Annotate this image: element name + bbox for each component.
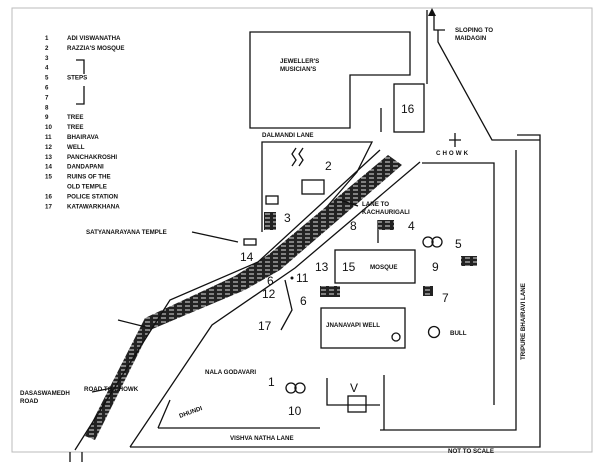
tree-10-icon — [285, 382, 297, 394]
marker-4: 4 — [408, 219, 415, 233]
satyanarayana-label: SATYANARAYANA TEMPLE — [86, 229, 167, 236]
road-to-chowk-label: ROAD TO CHOWK — [84, 386, 139, 393]
jnanavapi-label: JNANAVAPI WELL — [326, 322, 380, 329]
police-station-block — [393, 83, 425, 133]
legend-number: 8 — [45, 104, 49, 111]
vishwanath-shrine-icon — [347, 395, 367, 413]
pillar-icon — [428, 8, 436, 16]
marker-9: 9 — [432, 260, 439, 274]
steps-3 — [264, 212, 276, 230]
legend-label: RUINS OF THE — [67, 174, 111, 181]
dasaswamedh-label: DASASWAMEDH — [20, 390, 70, 397]
marker-2: 2 — [325, 159, 332, 173]
legend-number: 16 — [45, 193, 52, 200]
legend-number: 12 — [45, 144, 52, 151]
satyanarayana-temple-icon — [243, 238, 257, 246]
legend-number: 2 — [45, 45, 49, 52]
razzia-block — [261, 141, 374, 233]
legend-number: 11 — [45, 134, 52, 141]
legend-number: 7 — [45, 94, 49, 101]
lane-label: LANE TO — [362, 201, 389, 208]
legend-number: 4 — [45, 65, 49, 72]
dasaswamedh-road-label: ROAD — [20, 398, 39, 405]
chowk-cross-icon — [449, 133, 461, 147]
marker-12-small: 6 — [267, 274, 274, 288]
steps-7 — [423, 286, 433, 296]
legend-number: 5 — [45, 75, 49, 82]
tree-9-icon — [422, 236, 434, 248]
marker-16: 16 — [401, 102, 415, 116]
jnanavapi-well-block — [320, 307, 406, 349]
steps-5 — [461, 256, 477, 266]
not-to-scale-label: NOT TO SCALE — [448, 448, 494, 455]
sloping-label: SLOPING TO — [455, 27, 493, 34]
steps-bracket — [76, 59, 85, 105]
legend-number: 3 — [45, 55, 49, 62]
marker-1: 1 — [268, 375, 275, 389]
legend-label: BHAIRAVA — [67, 134, 99, 141]
tripure-lane-label: TRIPURE BHAIRAVI LANE — [520, 283, 527, 360]
legend-label: PANCHAKROSHI — [67, 154, 117, 161]
legend-label: KATAWARKHANA — [67, 203, 120, 210]
bull-label: BULL — [450, 330, 467, 337]
marker-7: 7 — [442, 291, 449, 305]
legend-label: OLD TEMPLE — [67, 184, 107, 191]
legend-label: ADI VISWANATHA — [67, 35, 121, 42]
marker-6: 6 — [300, 294, 307, 308]
kachaurigali-label: KACHAURIGALI — [362, 209, 410, 216]
mosque-icon — [301, 179, 325, 195]
bull-icon — [427, 325, 441, 339]
marker-11: 11 — [296, 271, 309, 285]
marker-8: 8 — [350, 219, 357, 233]
chowk-label: CHOWK — [436, 150, 470, 157]
marker-3: 3 — [284, 211, 291, 225]
legend-number: 9 — [45, 114, 49, 121]
dasaswamedh-road — [85, 155, 402, 440]
legend-label: DANDAPANI — [67, 164, 104, 171]
road-edges — [74, 149, 421, 451]
legend-number: 15 — [45, 174, 52, 181]
steps-4 — [378, 220, 394, 230]
steps-6 — [320, 286, 340, 297]
legend-label: RAZZIA'S MOSQUE — [67, 45, 125, 52]
legend-number: 10 — [45, 124, 52, 131]
marker-17: 17 — [258, 319, 272, 333]
legend-label: POLICE STATION — [67, 193, 119, 200]
v-marker: V — [350, 381, 358, 395]
jewellers-block — [249, 31, 411, 129]
temple-icon — [265, 195, 279, 205]
legend-number: 6 — [45, 85, 49, 92]
marker-5: 5 — [455, 237, 462, 251]
north-road — [426, 10, 540, 141]
marker-12: 12 — [262, 287, 276, 301]
legend-label: WELL — [67, 144, 85, 151]
musicians-label: MUSICIAN'S — [280, 66, 316, 73]
well-icon — [391, 332, 401, 342]
legend-number: 14 — [45, 164, 52, 171]
legend-number: 13 — [45, 154, 52, 161]
jewellers-label: JEWELLER'S — [280, 58, 319, 65]
legend-label: TREE — [67, 124, 84, 131]
legend: 1 ADI VISWANATHA 2 RAZZIA'S MOSQUE 3 4 5 STEPS 6… — [45, 35, 125, 210]
legend-label: TREE — [67, 114, 84, 121]
mosque-label: MOSQUE — [370, 264, 398, 271]
marker-15: 15 — [342, 260, 356, 274]
legend-number: 1 — [45, 35, 49, 42]
maidagin-label: MAIDAGIN — [455, 35, 487, 42]
marker-13: 13 — [315, 260, 329, 274]
dalmandi-lane-label: DALMANDI LANE — [262, 132, 314, 139]
vishva-natha-lane-label: VISHVA NATHA LANE — [230, 435, 294, 442]
legend-number: 17 — [45, 203, 52, 210]
marker-10: 10 — [288, 404, 302, 418]
enclosure — [326, 150, 517, 431]
marker-14: 14 — [240, 250, 254, 264]
nala-godavari-label: NALA GODAVARI — [205, 369, 256, 376]
mosque-block — [334, 249, 416, 284]
legend-label: STEPS — [67, 75, 87, 82]
